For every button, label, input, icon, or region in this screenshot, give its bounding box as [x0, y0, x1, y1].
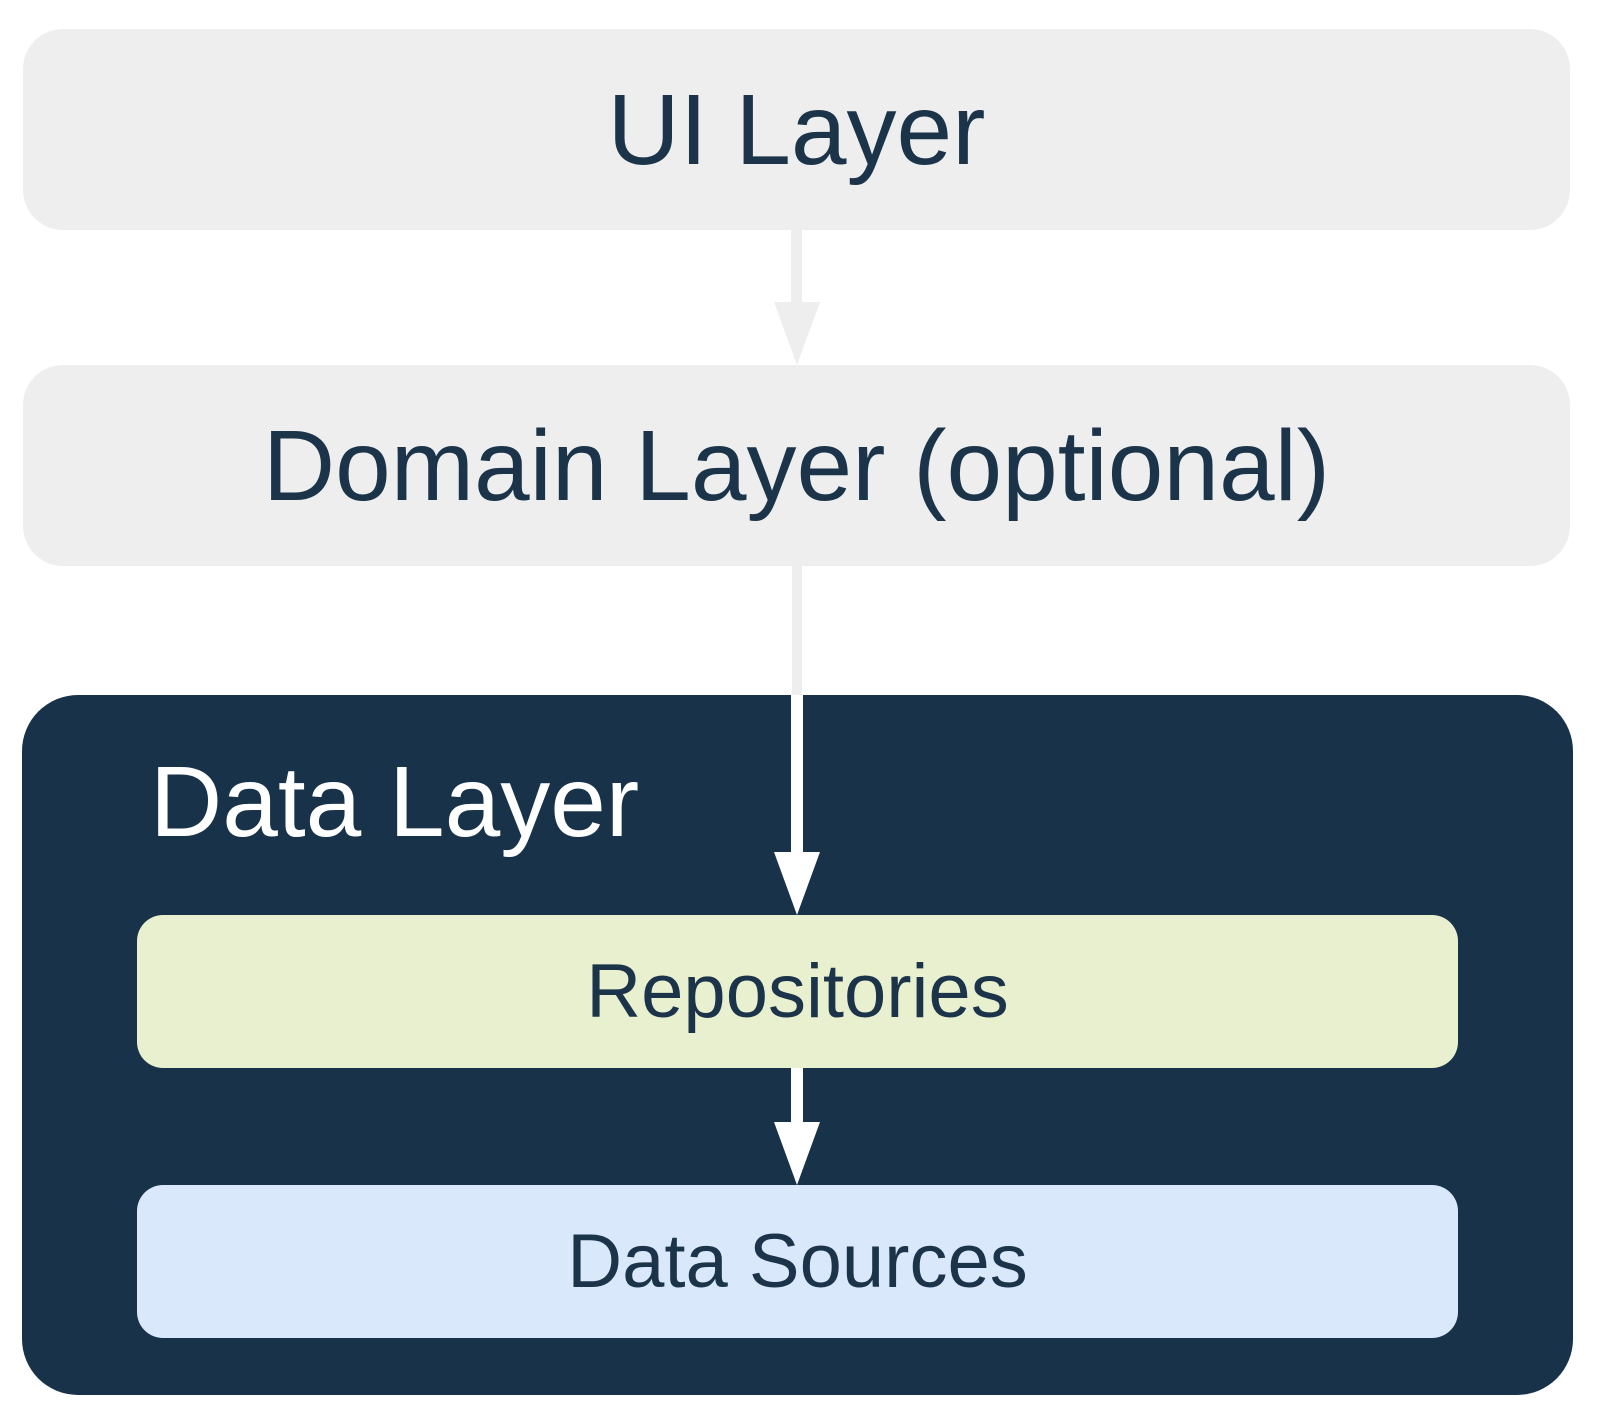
arrow-down-icon — [774, 1122, 820, 1185]
ui-layer-box: UI Layer — [23, 29, 1570, 230]
repositories-box: Repositories — [137, 915, 1458, 1068]
arrow-shaft — [791, 695, 803, 853]
arrow-shaft — [791, 1068, 803, 1123]
data-sources-label: Data Sources — [567, 1218, 1028, 1304]
data-sources-box: Data Sources — [137, 1185, 1458, 1338]
arrow-shaft — [792, 563, 802, 696]
arrow-shaft — [791, 230, 802, 304]
arrow-down-icon — [774, 852, 820, 915]
arrow-down-icon — [774, 302, 820, 365]
ui-layer-label: UI Layer — [607, 73, 986, 186]
data-layer-label: Data Layer — [150, 746, 640, 858]
domain-layer-box: Domain Layer (optional) — [23, 365, 1570, 566]
domain-layer-label: Domain Layer (optional) — [262, 409, 1331, 522]
repositories-label: Repositories — [586, 948, 1009, 1034]
